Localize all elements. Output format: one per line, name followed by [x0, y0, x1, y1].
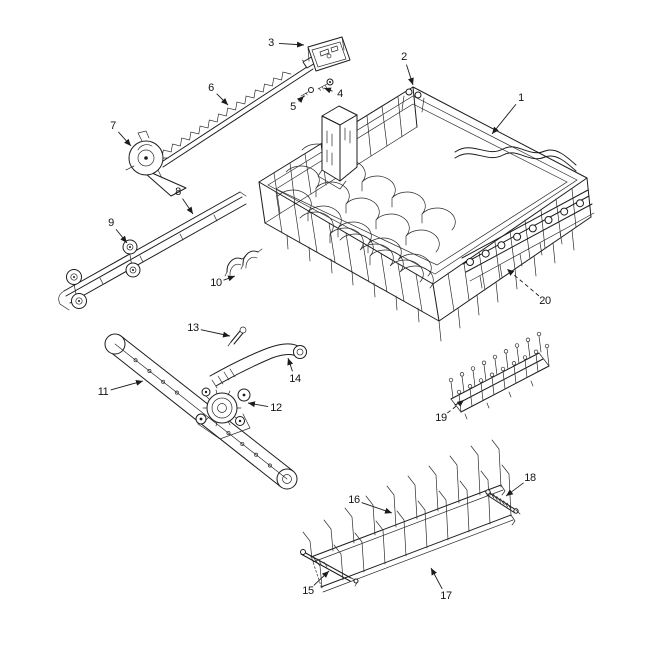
callout-label-10: 10: [210, 277, 222, 289]
part-spray-arm-assembly: [105, 327, 307, 489]
part-screw-4: [318, 79, 333, 91]
callout-leader-19: [447, 400, 464, 413]
part-pivot-rod: [301, 550, 359, 587]
part-tine-insert: [449, 332, 549, 419]
callout-label-11: 11: [98, 386, 109, 398]
part-tube-clip: [228, 327, 246, 346]
part-upper-rack: [259, 87, 594, 341]
part-rack-handle: [455, 147, 576, 171]
callout-label-1: 1: [518, 92, 524, 104]
part-stop-bracket: [308, 37, 350, 71]
callout-label-16: 16: [348, 494, 360, 506]
part-lower-rail: [59, 192, 246, 310]
callout-leader-20: [507, 269, 539, 296]
callout-leader-17: [431, 568, 442, 589]
part-adjuster-tower: [318, 106, 357, 189]
callout-label-20: 20: [539, 295, 551, 307]
callout-leader-16: [362, 503, 392, 514]
callout-leader-1: [492, 104, 516, 134]
part-axle-rod: [486, 490, 520, 514]
callout-label-19: 19: [435, 412, 447, 424]
callout-label-3: 3: [268, 37, 274, 49]
part-hub-bearing: [196, 388, 250, 439]
callout-label-9: 9: [108, 217, 114, 229]
callout-label-8: 8: [175, 186, 181, 198]
callout-leader-4: [324, 88, 333, 94]
callout-label-12: 12: [270, 402, 282, 414]
callout-label-17: 17: [440, 590, 452, 602]
callout-label-13: 13: [187, 322, 199, 334]
callout-leader-11: [111, 379, 143, 390]
callout-leader-18: [506, 483, 524, 496]
callout-label-15: 15: [302, 585, 314, 597]
callout-leader-2: [406, 65, 414, 85]
callout-label-4: 4: [337, 88, 343, 100]
part-corner-rollers: [402, 89, 424, 112]
callout-leader-10: [224, 276, 235, 282]
callout-leader-3: [279, 41, 304, 48]
callout-label-2: 2: [401, 51, 407, 63]
callout-label-14: 14: [289, 373, 301, 385]
callout-label-5: 5: [290, 101, 296, 113]
callout-leader-15: [314, 571, 329, 585]
part-feed-tube: [210, 344, 307, 388]
callout-leader-5: [296, 96, 304, 104]
part-track-mount-bracket: [126, 131, 186, 196]
part-rail-clips: [225, 249, 262, 276]
callout-leader-13: [201, 330, 230, 338]
part-spray-arm: [105, 334, 297, 489]
callout-leader-7: [118, 132, 131, 146]
part-screw-5: [301, 88, 314, 97]
callout-leader-9: [116, 229, 127, 243]
callout-label-18: 18: [524, 472, 536, 484]
callout-leader-14: [287, 358, 294, 371]
callout-leader-12: [248, 401, 268, 408]
callout-leader-6: [217, 94, 228, 105]
part-tine-row: [303, 440, 515, 592]
part-side-rail-assembly: [462, 190, 594, 288]
part-rollers: [67, 240, 141, 309]
callout-label-7: 7: [110, 120, 116, 132]
callout-leader-8: [183, 199, 193, 214]
callout-label-6: 6: [208, 82, 214, 94]
